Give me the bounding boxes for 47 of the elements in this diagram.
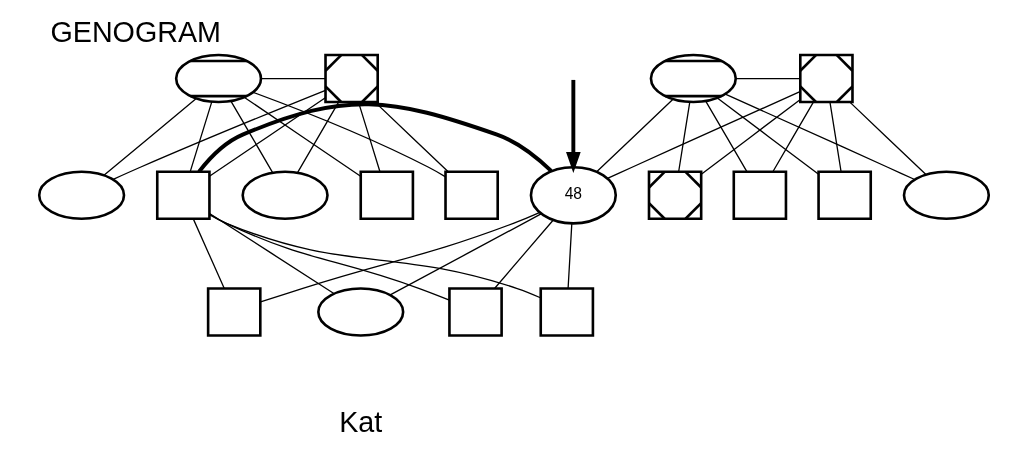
connector — [389, 213, 542, 296]
connector — [848, 101, 927, 176]
connector — [208, 212, 334, 295]
connector — [260, 77, 326, 80]
node-ellipse — [37, 170, 125, 221]
connector — [734, 77, 801, 80]
connector — [704, 100, 747, 173]
connector — [296, 101, 339, 174]
node-box — [443, 170, 499, 221]
connector — [259, 211, 540, 303]
label: Kat — [338, 405, 382, 438]
node-box — [358, 170, 414, 221]
node-ellipse — [902, 170, 990, 221]
node-crossed-ellipse — [649, 53, 737, 104]
connector — [208, 213, 450, 301]
connector — [828, 101, 842, 173]
connector — [103, 98, 197, 176]
connector — [252, 91, 446, 178]
connector — [700, 99, 801, 175]
connector — [189, 101, 212, 173]
connector — [606, 91, 801, 180]
connector — [724, 93, 915, 181]
node-ellipse — [316, 287, 404, 337]
arrow — [565, 79, 581, 174]
connector — [112, 89, 326, 180]
diagram-title: GENOGRAM — [49, 15, 221, 48]
node-ellipse — [240, 170, 329, 221]
connector — [192, 218, 225, 289]
connector — [208, 97, 326, 177]
connector — [493, 219, 554, 289]
connector — [243, 96, 361, 177]
node-box — [206, 287, 262, 337]
connector — [595, 98, 674, 173]
node-box — [731, 170, 787, 221]
connector — [677, 101, 690, 173]
node-box — [538, 287, 594, 337]
node-crossed-ellipse — [174, 53, 262, 104]
connector — [208, 214, 541, 299]
connector — [196, 102, 553, 173]
connector — [771, 101, 814, 173]
connector — [716, 97, 819, 175]
node-box — [155, 170, 211, 221]
connector — [566, 223, 572, 290]
node-ellipse: 48 — [529, 165, 617, 225]
node-box — [816, 170, 872, 221]
node-box — [447, 287, 503, 337]
connector — [229, 100, 273, 174]
